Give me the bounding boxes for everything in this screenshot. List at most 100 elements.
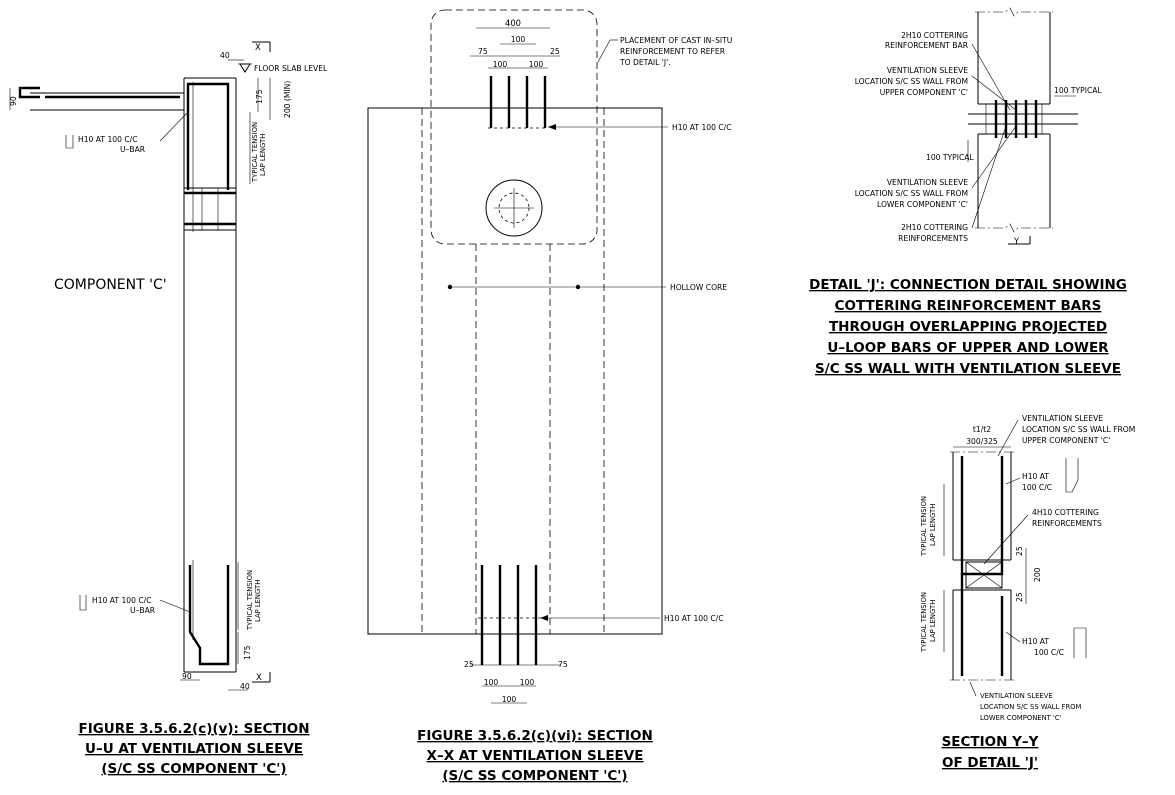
- lap-bot-1: TYPICAL TENSION: [246, 570, 254, 631]
- dim-400: 400: [505, 18, 521, 28]
- cast-in-situ-zone: [430, 9, 598, 245]
- caption-x-2: X–X AT VENTILATION SLEEVE: [427, 748, 644, 764]
- dim-40-bot: 40: [240, 682, 250, 691]
- y-lap-bot-1: TYPICAL TENSION: [920, 592, 928, 653]
- y-sleeve-lower-2: LOCATION S/C SS WALL FROM: [980, 703, 1082, 711]
- caption-x-1: FIGURE 3.5.6.2(c)(vi): SECTION: [417, 728, 653, 744]
- sleeve-upper-leader: [971, 75, 1017, 111]
- y-sleeve-lower-1: VENTILATION SLEEVE: [980, 692, 1053, 700]
- caption-u-2: U–U AT VENTILATION SLEEVE: [85, 741, 303, 757]
- cottering-bot-1: 2H10 COTTERING: [901, 223, 968, 232]
- y-marker: Y: [1013, 236, 1020, 246]
- y-h10-bot-2: 100 C/C: [1034, 648, 1064, 657]
- caption-y-2: OF DETAIL 'J': [942, 755, 1038, 771]
- hollow-core-label: HOLLOW CORE: [670, 283, 727, 292]
- cottering-top-leader: [971, 43, 1011, 111]
- y-cottering-box: [965, 561, 1003, 589]
- dim-100-d: 100: [484, 678, 499, 687]
- sleeve-lower-2: LOCATION S/C SS WALL FROM: [855, 189, 968, 198]
- sleeve-lower-leader: [971, 125, 1017, 189]
- sleeve-upper-3: UPPER COMPONENT 'C': [880, 88, 968, 97]
- placement-2: REINFORCEMENT TO REFER: [620, 47, 726, 56]
- y-lap-top-1: TYPICAL TENSION: [920, 496, 928, 557]
- y-sleeve-upper-2: LOCATION S/C SS WALL FROM: [1022, 425, 1135, 434]
- ubar-leader-bot: [159, 599, 191, 613]
- floor-slab-level: FLOOR SLAB LEVEL: [254, 64, 328, 73]
- cottering-bot-2: REINFORCEMENTS: [898, 234, 968, 243]
- y-cottering-leader: [983, 514, 1029, 565]
- y-dim-200: 200: [1033, 567, 1042, 582]
- y-cottering-1: 4H10 COTTERING: [1032, 508, 1099, 517]
- y-sleeve-upper-leader: [997, 419, 1019, 457]
- h10-bot: H10 AT 100 C/C: [664, 614, 724, 623]
- bottom-u-bar: [188, 565, 230, 666]
- section-y-y: t1/t2 300/325 VENTILATION SLEEVE LOCATIO…: [920, 414, 1135, 771]
- cottering-top-1: 2H10 COTTERING: [901, 31, 968, 40]
- caption-j-3: THROUGH OVERLAPPING PROJECTED: [829, 319, 1107, 335]
- dim-75: 75: [478, 47, 488, 56]
- sleeve-upper-1: VENTILATION SLEEVE: [887, 66, 968, 75]
- y-cottering-2: REINFORCEMENTS: [1032, 519, 1102, 528]
- y-h10-bot-leader: [1005, 631, 1021, 643]
- dim-75-bot: 75: [558, 660, 568, 669]
- placement-3: TO DETAIL 'J'.: [619, 58, 671, 67]
- sleeve-upper-2: LOCATION S/C SS WALL FROM: [855, 77, 968, 86]
- h10-top-arrow: [548, 124, 556, 130]
- lap-top-2: LAP LENGTH: [259, 134, 267, 176]
- y-lap-top-2: LAP LENGTH: [929, 504, 937, 546]
- y-cross-2: [965, 561, 1003, 589]
- section-u-u: 40 90 175 200 (MIN) FLOOR SLAB LEVEL X T…: [9, 41, 328, 777]
- component-label: COMPONENT 'C': [54, 277, 167, 293]
- y-lap-bot-2: LAP LENGTH: [929, 600, 937, 642]
- ubar-symbol-bot: [79, 595, 87, 611]
- caption-j-1: DETAIL 'J': CONNECTION DETAIL SHOWING: [809, 277, 1127, 293]
- x-marker-top: X: [255, 42, 261, 52]
- sleeve-circle-outer: [485, 179, 543, 237]
- dim-100-b: 100: [493, 60, 508, 69]
- y-h10-top-2: 100 C/C: [1022, 483, 1052, 492]
- y-sleeve-lower-leader: [969, 681, 977, 697]
- wall-panel: [367, 107, 663, 635]
- lower-wall-outline: [977, 133, 1051, 228]
- dim-90-bot: 90: [182, 672, 192, 681]
- typical-100-left: 100 TYPICAL: [926, 153, 975, 162]
- x-marker-bottom: X: [256, 672, 262, 682]
- dim-100-a: 100: [511, 35, 526, 44]
- y-sleeve-lower-3: LOWER COMPONENT 'C': [980, 714, 1062, 722]
- y-ubar-symbol-bot: [1073, 627, 1087, 658]
- ubar-note-top-1: H10 AT 100 C/C: [78, 135, 138, 144]
- sleeve-lower-3: LOWER COMPONENT 'C': [877, 200, 968, 209]
- ubar-note-bot-2: U–BAR: [130, 606, 156, 615]
- lower-wall-break: [975, 223, 1053, 233]
- slab-u-bar: [18, 86, 40, 99]
- h10-top: H10 AT 100 C/C: [672, 123, 732, 132]
- joint-zone: [985, 103, 1043, 135]
- lap-top-1: TYPICAL TENSION: [251, 122, 259, 183]
- thickness-2: 300/325: [966, 437, 998, 446]
- top-u-bar: [186, 82, 230, 190]
- dim-200-min: 200 (MIN): [283, 81, 292, 118]
- hollow-core-dot-1: [447, 284, 453, 290]
- caption-j-2: COTTERING REINFORCEMENT BARS: [835, 298, 1102, 314]
- caption-j-5: S/C SS WALL WITH VENTILATION SLEEVE: [815, 361, 1121, 377]
- dim-175-top: 175: [255, 89, 264, 104]
- dim-90-left: 90: [9, 96, 18, 106]
- upper-wall-outline: [977, 12, 1051, 105]
- cottering-top-2: REINFORCEMENT BAR: [885, 41, 969, 50]
- dim-25-top: 25: [550, 47, 560, 56]
- ubar-note-top-2: U–BAR: [120, 145, 146, 154]
- detail-j: 2H10 COTTERING REINFORCEMENT BAR VENTILA…: [809, 7, 1127, 377]
- upper-wall-break: [975, 7, 1053, 17]
- lap-bot-2: LAP LENGTH: [254, 580, 262, 622]
- y-ubar-symbol-top: [1065, 458, 1079, 493]
- dim-40-top: 40: [220, 51, 230, 60]
- ubar-symbol-top: [65, 135, 74, 149]
- y-sleeve-upper-1: VENTILATION SLEEVE: [1022, 414, 1103, 423]
- y-dim-25-a: 25: [1015, 546, 1024, 556]
- dim-100-f: 100: [502, 695, 517, 704]
- ventilation-sleeve-u: [183, 187, 237, 231]
- y-h10-top-1: H10 AT: [1022, 472, 1049, 481]
- y-upper-u-bar: [960, 456, 1004, 576]
- thickness-1: t1/t2: [973, 425, 991, 434]
